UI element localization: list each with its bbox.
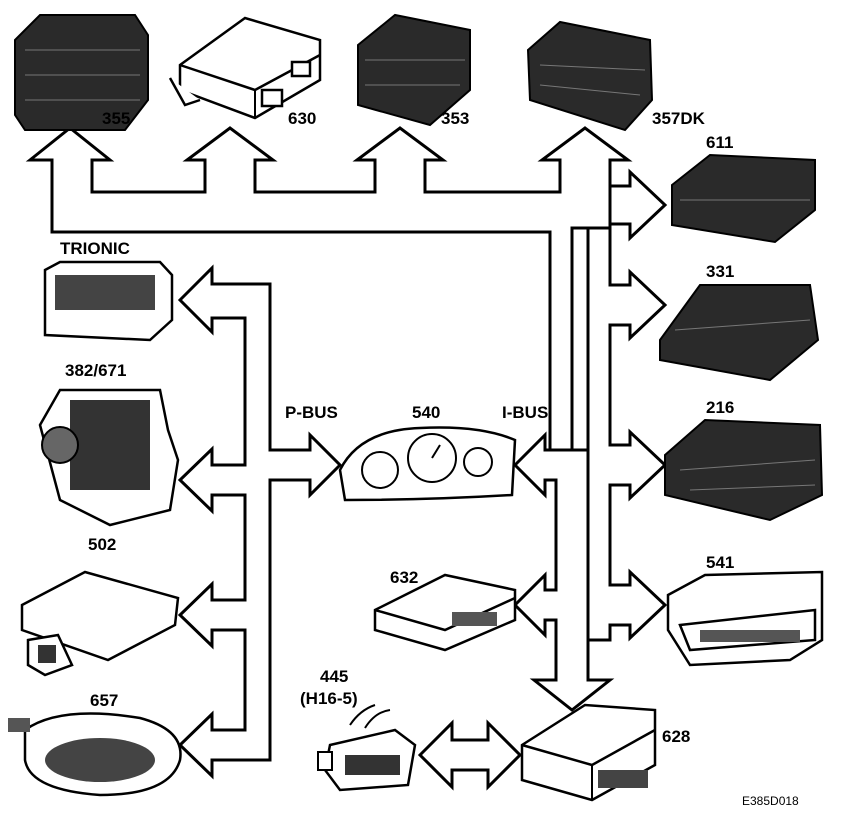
module-331[interactable] <box>659 284 820 382</box>
module-trionic[interactable] <box>43 260 174 342</box>
label-p-bus: P-BUS <box>285 403 338 422</box>
ibus-top-tree <box>25 126 633 457</box>
label-611: 611 <box>706 133 733 152</box>
label-628: 628 <box>662 727 690 746</box>
label-353: 353 <box>441 109 469 128</box>
module-611[interactable] <box>671 153 816 244</box>
module-445-diagnostic-connector[interactable] <box>317 704 417 792</box>
label-445: 445 <box>320 667 348 686</box>
module-632[interactable] <box>373 573 517 652</box>
module-216[interactable] <box>664 418 824 522</box>
label-216: 216 <box>706 398 734 417</box>
module-355[interactable] <box>14 14 149 131</box>
module-657[interactable] <box>8 712 182 797</box>
label-632: 632 <box>390 568 418 587</box>
label-trionic: TRIONIC <box>60 239 130 258</box>
label-i-bus: I-BUS <box>502 403 548 422</box>
figure-code: E385D018 <box>742 794 799 808</box>
label-541: 541 <box>706 553 734 572</box>
module-502[interactable] <box>20 570 180 677</box>
ibus-center-connections <box>512 431 615 712</box>
label-331: 331 <box>706 262 734 281</box>
module-382-671[interactable] <box>38 388 180 527</box>
diag-link-arrow <box>417 719 523 791</box>
label-445-sub: (H16-5) <box>300 689 358 708</box>
module-540-instrument-cluster[interactable] <box>338 426 517 502</box>
label-540: 540 <box>412 403 440 422</box>
label-502: 502 <box>88 535 116 554</box>
label-630: 630 <box>288 109 316 128</box>
pbus-left-tree <box>177 264 343 780</box>
ibus-right-trunk <box>586 168 668 642</box>
module-541[interactable] <box>666 570 824 667</box>
module-630[interactable] <box>168 16 322 120</box>
label-657: 657 <box>90 691 118 710</box>
label-382-671: 382/671 <box>65 361 126 380</box>
module-628[interactable] <box>520 703 657 802</box>
module-353[interactable] <box>357 13 471 127</box>
module-357dk[interactable] <box>526 20 654 132</box>
label-357dk: 357DK <box>652 109 706 128</box>
label-355: 355 <box>102 109 130 128</box>
